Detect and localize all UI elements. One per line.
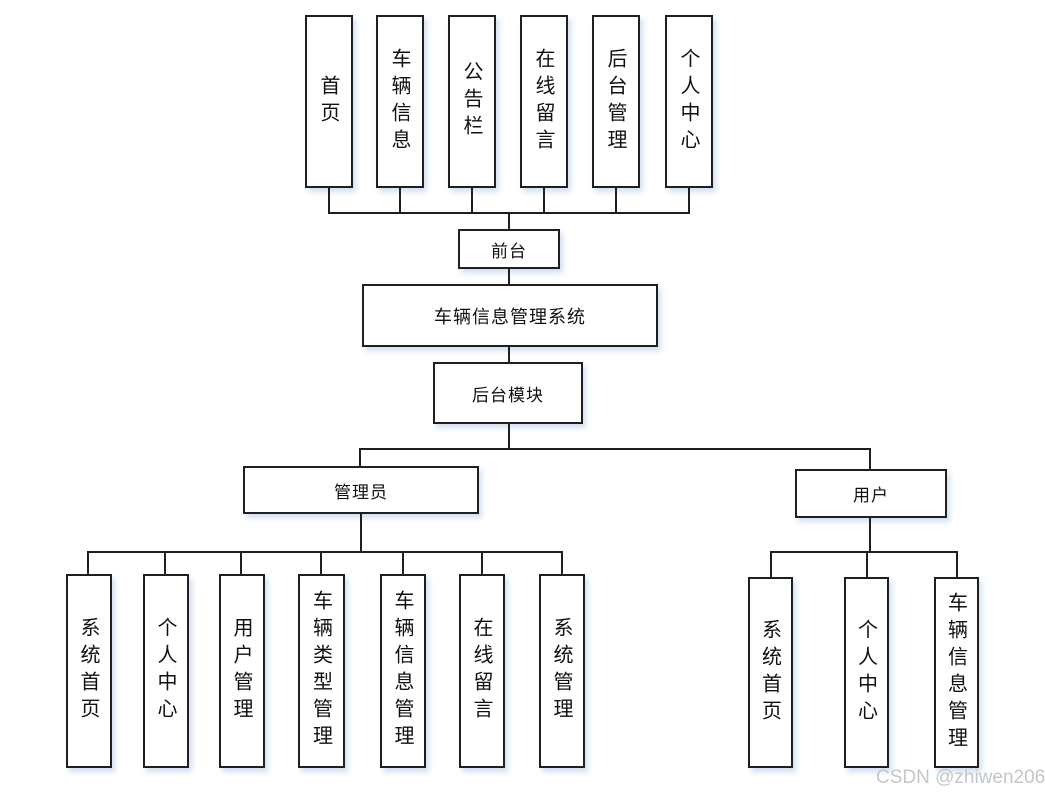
node-label: 系统首页 bbox=[77, 617, 101, 725]
node-label: 管理员 bbox=[334, 482, 388, 502]
node-user-personal-center: 个人中心 bbox=[844, 577, 889, 768]
node-front-home: 首页 bbox=[305, 15, 353, 188]
node-label: 前台 bbox=[491, 241, 527, 261]
page-title: 车辆信息管理系统 bbox=[434, 306, 586, 327]
node-user-system-home: 系统首页 bbox=[748, 577, 793, 768]
node-label: 个人中心 bbox=[154, 617, 178, 725]
node-backend-module: 后台模块 bbox=[433, 362, 583, 424]
node-front-personal-center: 个人中心 bbox=[665, 15, 713, 188]
node-label: 首页 bbox=[317, 74, 341, 129]
connector-line bbox=[543, 186, 545, 212]
node-label: 个人中心 bbox=[677, 47, 701, 156]
connector-line bbox=[956, 551, 958, 577]
connector-line bbox=[87, 551, 563, 553]
connector-line bbox=[508, 212, 510, 231]
connector-line bbox=[869, 518, 871, 553]
node-label: 系统管理 bbox=[550, 617, 574, 725]
connector-line bbox=[615, 186, 617, 212]
connector-line bbox=[471, 186, 473, 212]
node-user-vehicle-info-mgmt: 车辆信息管理 bbox=[934, 577, 979, 768]
node-admin-personal-center: 个人中心 bbox=[143, 574, 189, 768]
connector-line bbox=[869, 448, 871, 469]
connector-line bbox=[87, 551, 89, 574]
connector-line bbox=[481, 551, 483, 574]
node-admin-system-home: 系统首页 bbox=[66, 574, 112, 768]
connector-line bbox=[359, 448, 361, 466]
connector-line bbox=[770, 551, 772, 577]
connector-line bbox=[328, 186, 330, 212]
node-label: 车辆信息管理 bbox=[391, 590, 415, 752]
node-system-title: 车辆信息管理系统 bbox=[362, 284, 658, 347]
node-admin-vehicle-type-mgmt: 车辆类型管理 bbox=[298, 574, 345, 768]
connector-line bbox=[360, 514, 362, 553]
node-label: 系统首页 bbox=[758, 618, 783, 727]
node-admin-vehicle-info-mgmt: 车辆信息管理 bbox=[380, 574, 426, 768]
node-front-backstage-mgmt: 后台管理 bbox=[592, 15, 640, 188]
connector-line bbox=[508, 347, 510, 362]
node-label: 后台管理 bbox=[604, 47, 628, 156]
node-admin-system-mgmt: 系统管理 bbox=[539, 574, 585, 768]
connector-line bbox=[399, 186, 401, 212]
connector-line bbox=[320, 551, 322, 574]
node-label: 个人中心 bbox=[854, 618, 879, 727]
node-admin-online-message: 在线留言 bbox=[459, 574, 505, 768]
node-label: 用户 bbox=[853, 486, 889, 505]
connector-line bbox=[508, 269, 510, 284]
node-label: 在线留言 bbox=[532, 47, 556, 156]
node-label: 公告栏 bbox=[460, 61, 484, 142]
connector-line bbox=[561, 551, 563, 574]
connector-line bbox=[164, 551, 166, 574]
node-front-online-message: 在线留言 bbox=[520, 15, 568, 188]
node-label: 车辆信息管理 bbox=[944, 591, 969, 754]
node-label: 后台模块 bbox=[472, 385, 544, 405]
connector-line bbox=[359, 448, 871, 450]
node-label: 车辆信息 bbox=[388, 47, 412, 156]
node-admin-user-mgmt: 用户管理 bbox=[219, 574, 265, 768]
connector-line bbox=[508, 424, 510, 450]
node-admin: 管理员 bbox=[243, 466, 479, 514]
connector-line bbox=[240, 551, 242, 574]
node-label: 用户管理 bbox=[230, 617, 254, 725]
node-label: 车辆类型管理 bbox=[309, 590, 334, 752]
node-user: 用户 bbox=[795, 469, 947, 518]
csdn-watermark: CSDN @zhiwen206 bbox=[876, 767, 1045, 788]
connector-line bbox=[402, 551, 404, 574]
connector-line bbox=[770, 551, 958, 553]
connector-line bbox=[866, 551, 868, 577]
connector-line bbox=[688, 186, 690, 212]
node-front-vehicle-info: 车辆信息 bbox=[376, 15, 424, 188]
node-front-bulletin-board: 公告栏 bbox=[448, 15, 496, 188]
node-label: 在线留言 bbox=[470, 617, 494, 725]
node-frontend: 前台 bbox=[458, 229, 560, 269]
